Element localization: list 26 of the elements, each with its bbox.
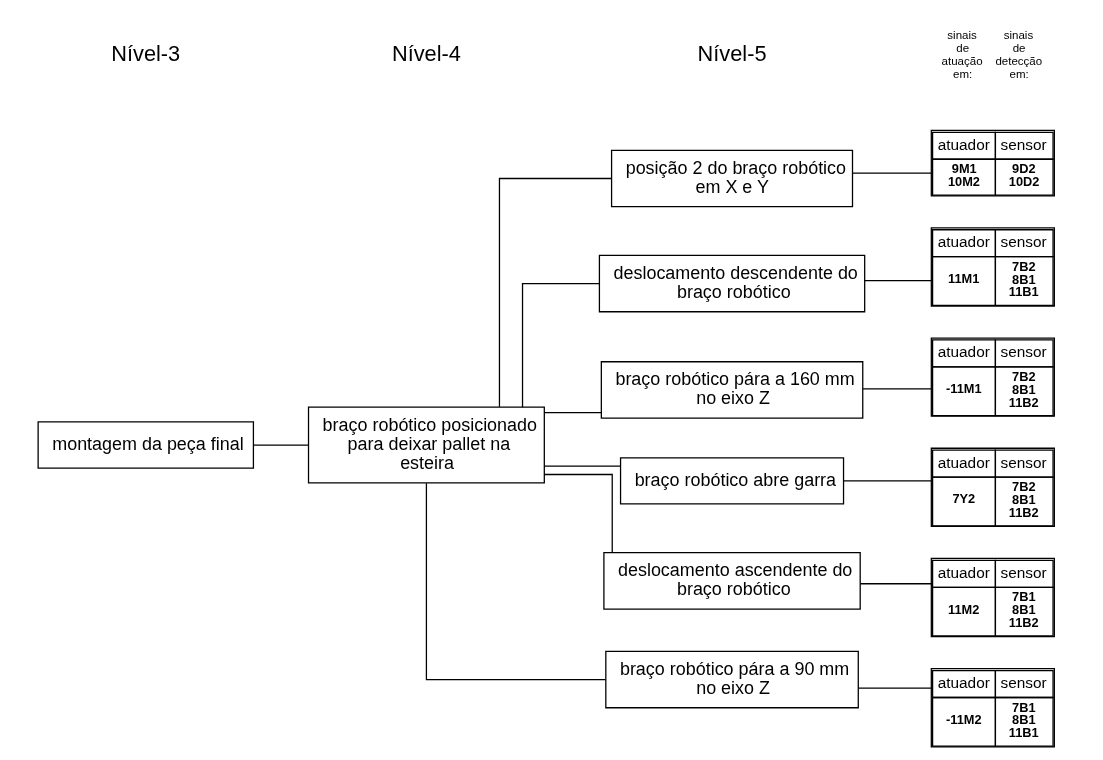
connector xyxy=(252,444,309,446)
label: Nível-3 xyxy=(110,40,180,66)
node-box: braço robótico pára a 160 mm no eixo Z xyxy=(600,361,863,419)
node-box: braço robótico abre garra xyxy=(619,457,844,505)
node-box: braço robótico pára a 90 mm no eixo Z xyxy=(604,650,859,709)
node-box: montagem da peça final xyxy=(37,421,254,469)
connector xyxy=(863,280,932,282)
label: Nível-5 xyxy=(697,40,767,66)
connector xyxy=(543,412,602,414)
connector xyxy=(851,172,932,174)
connector xyxy=(861,388,932,390)
connector xyxy=(543,473,613,553)
connector xyxy=(857,687,932,689)
label: sinais de detecção em: xyxy=(994,29,1042,80)
label: Nível-4 xyxy=(391,40,461,66)
label: sinais de atuação em: xyxy=(941,29,983,80)
node-box: braço robótico posicionado para deixar pallet na esteira xyxy=(307,406,545,484)
connector xyxy=(425,482,606,681)
connector xyxy=(543,465,621,467)
node-box: deslocamento descendente do braço robótico xyxy=(598,254,865,313)
node-box: posição 2 do braço robótico em X e Y xyxy=(610,149,853,208)
connector xyxy=(498,177,612,408)
connector xyxy=(521,282,600,408)
connector xyxy=(859,583,932,585)
node-box: deslocamento ascendente do braço robótico xyxy=(602,552,861,610)
connector xyxy=(842,480,932,482)
